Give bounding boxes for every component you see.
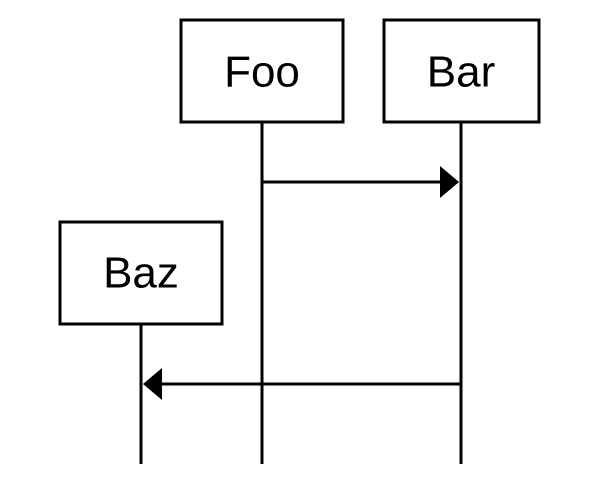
message-foo-to-bar	[262, 166, 459, 198]
participant-foo: Foo	[179, 18, 345, 124]
arrowhead-left-icon	[143, 368, 162, 400]
participant-box-baz	[58, 220, 224, 326]
participant-box-bar	[382, 18, 541, 124]
message-bar-to-baz	[143, 368, 461, 400]
participant-bar: Bar	[382, 18, 541, 124]
participant-box-foo	[179, 18, 345, 124]
participant-baz: Baz	[58, 220, 224, 326]
participant-label-bar: Bar	[427, 48, 495, 97]
participant-label-foo: Foo	[224, 48, 300, 97]
participant-label-baz: Baz	[103, 249, 179, 298]
arrowhead-right-icon	[440, 166, 459, 198]
